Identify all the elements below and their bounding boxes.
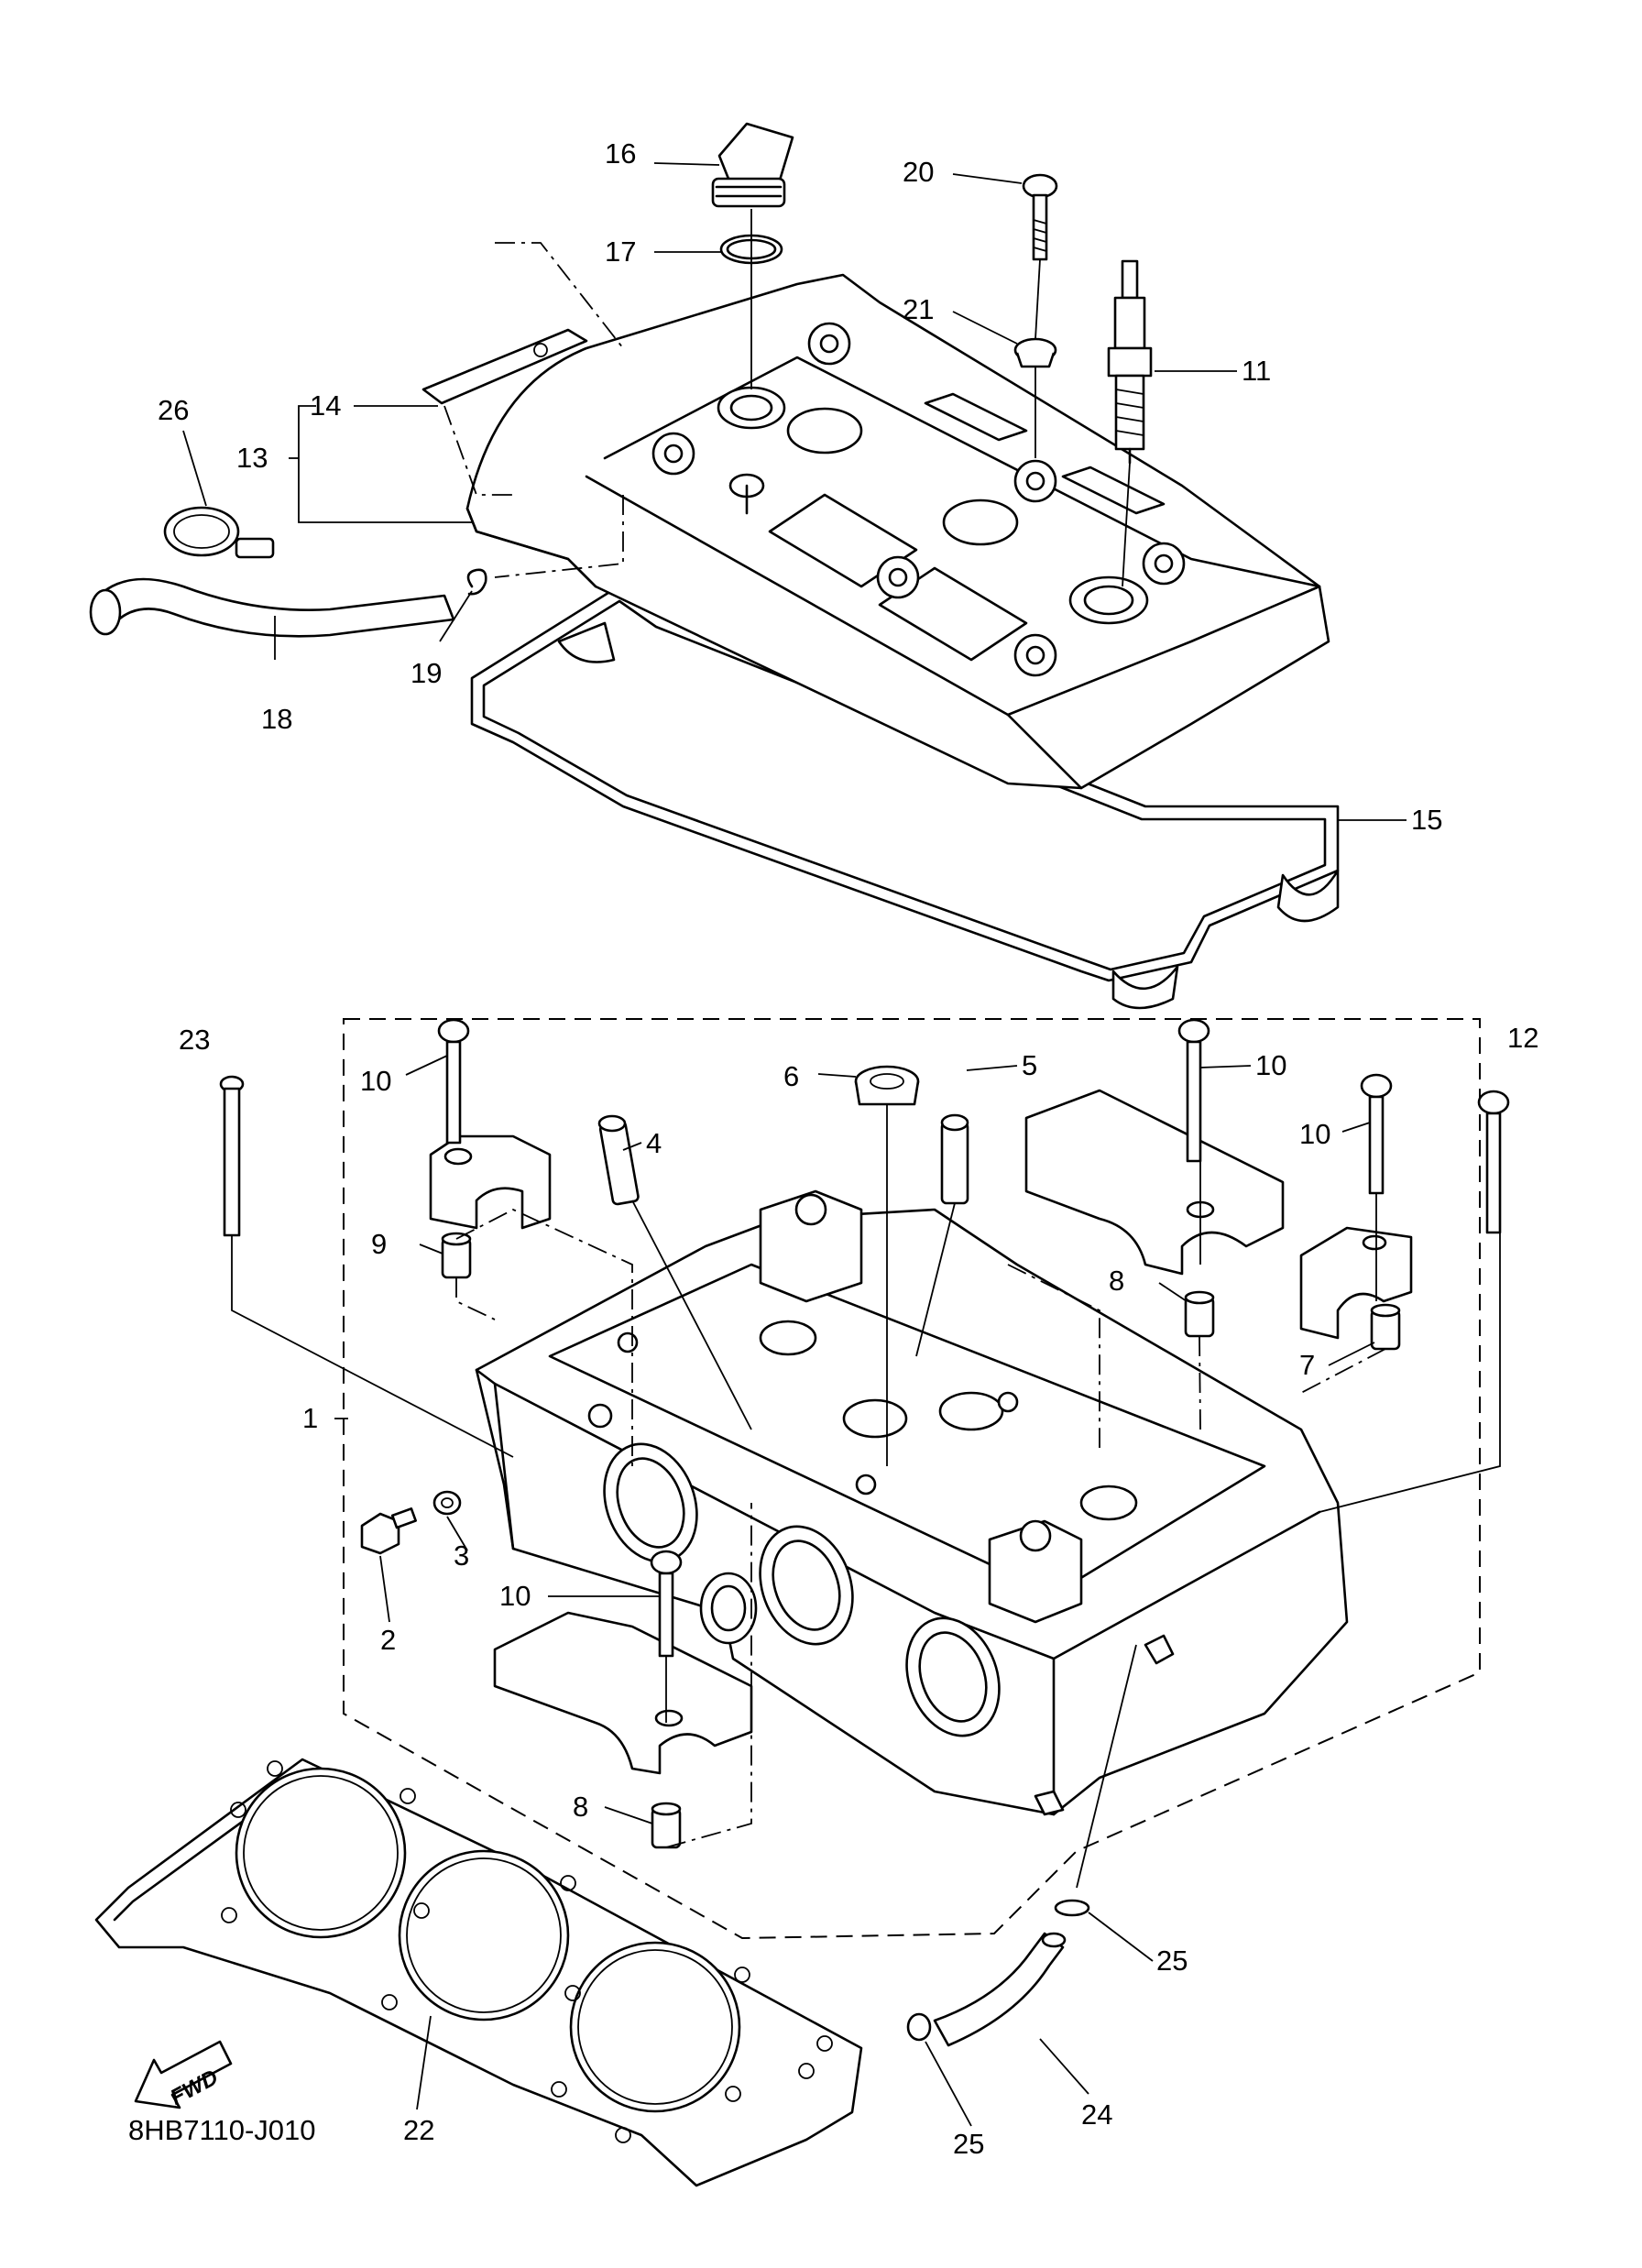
stud-bolt-left [219, 1075, 245, 1237]
water-hose [933, 1932, 1067, 2047]
callout-16: 16 [605, 137, 636, 170]
callout-8b: 8 [1109, 1265, 1124, 1297]
camshaft-cap-upper-left [429, 1134, 552, 1230]
cover-bolt [1022, 173, 1058, 261]
cam-cap-bolts [437, 1018, 1393, 1658]
stud-bolt-right [1477, 1090, 1510, 1234]
intake-ports [603, 1442, 1001, 1737]
callout-21: 21 [903, 293, 934, 325]
gasket-holes [221, 1760, 833, 2143]
callout-3: 3 [454, 1539, 469, 1572]
callout-1: 1 [302, 1402, 318, 1434]
hose-clip-upper [1054, 1899, 1090, 1917]
head-bolt [360, 1507, 417, 1555]
callout-8a: 8 [573, 1791, 588, 1823]
leader-lines [182, 162, 1501, 2127]
callout-24: 24 [1081, 2098, 1112, 2131]
callout-10c: 10 [1299, 1118, 1330, 1150]
hose-clip-lower [906, 2012, 932, 2042]
cylinder-head [475, 1189, 1349, 1816]
cylinder-head-gasket [94, 1758, 863, 2187]
diagram-code: 8HB7110-J010 [128, 2114, 316, 2146]
callout-10a: 10 [360, 1065, 391, 1097]
callout-25a: 25 [1156, 1945, 1188, 1977]
valve-guide-exhaust [940, 1113, 969, 1205]
callout-20: 20 [903, 156, 934, 188]
callout-10b: 10 [1255, 1049, 1286, 1081]
valve-guide-intake [597, 1114, 640, 1206]
cylinder-head-cover [465, 273, 1330, 790]
spark-plug [1107, 259, 1153, 465]
cover-bolt-bosses [651, 322, 1186, 677]
callout-12: 12 [1507, 1022, 1538, 1054]
callout-2: 2 [380, 1624, 396, 1656]
callout-4: 4 [646, 1127, 662, 1159]
cylinder-head-group-box [343, 1018, 1481, 1940]
callout-23: 23 [179, 1024, 210, 1056]
callout-labels: 16 17 20 21 11 14 13 26 18 19 15 23 10 4… [128, 137, 1538, 2160]
callout-17: 17 [605, 236, 636, 268]
hose-clamp [163, 506, 275, 559]
plug-tube-seal [854, 1065, 920, 1106]
cover-grommet [1013, 337, 1057, 368]
callout-26: 26 [158, 394, 189, 426]
camshaft-cap-lower [493, 1611, 753, 1775]
breather-hose [89, 577, 455, 638]
callout-6: 6 [783, 1060, 799, 1092]
callout-13: 13 [236, 442, 268, 474]
callout-25b: 25 [953, 2128, 984, 2160]
callout-10d: 10 [499, 1580, 531, 1612]
front-cover-plate [421, 328, 588, 405]
washer [432, 1490, 462, 1516]
callout-15: 15 [1411, 804, 1442, 836]
dowel-pins [441, 1232, 1401, 1849]
callout-19: 19 [410, 657, 442, 689]
callout-11: 11 [1242, 355, 1271, 387]
callout-22: 22 [403, 2114, 434, 2146]
hose-clip [466, 568, 487, 596]
callout-9: 9 [371, 1228, 387, 1260]
oil-filler-cap [711, 122, 794, 208]
callout-5: 5 [1022, 1049, 1037, 1081]
callout-18: 18 [261, 703, 292, 735]
callout-14: 14 [310, 389, 341, 422]
callout-7: 7 [1299, 1349, 1315, 1381]
camshaft-cap-right [1299, 1226, 1413, 1340]
